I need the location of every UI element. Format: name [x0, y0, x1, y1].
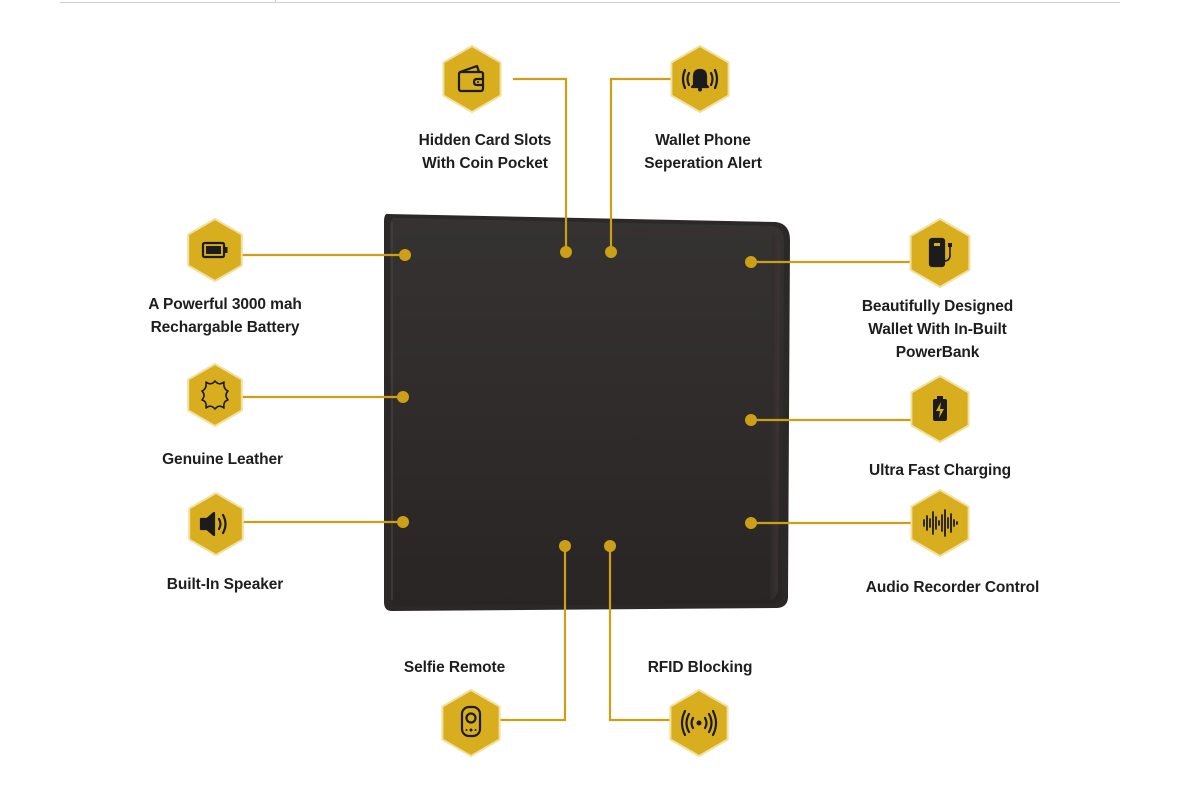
speaker-icon [199, 511, 227, 537]
wallet-stitching [401, 225, 777, 591]
wallet-flap-edge [770, 234, 780, 600]
wallet-image [384, 213, 790, 611]
sound-wave-icon [923, 509, 958, 537]
label-audio-recorder: Audio Recorder Control [865, 579, 1040, 596]
wallet-body [390, 218, 784, 606]
connector-lines [236, 77, 914, 722]
connector-hidden-slots [513, 77, 568, 252]
label-selfie-remote: Selfie Remote [403, 659, 506, 676]
connector-alert [609, 77, 672, 252]
dot-leather [397, 391, 409, 403]
badge-audio [910, 489, 970, 557]
top-border-divider [275, 0, 276, 3]
dot-audio [745, 517, 757, 529]
badge-hidden-slots [442, 45, 502, 113]
powerbank-icon [928, 237, 952, 268]
battery-icon [201, 241, 228, 259]
badge-leather [187, 363, 243, 427]
dot-battery [399, 249, 411, 261]
label-alert: Wallet Phone Seperation Alert [644, 132, 762, 172]
badge-speaker [188, 492, 244, 556]
label-speaker: Built-In Speaker [166, 576, 284, 593]
label-hidden-slots: Hidden Card Slots With Coin Pocket [418, 132, 552, 172]
top-border [60, 0, 1120, 3]
anchor-dots [397, 246, 757, 552]
label-battery: A Powerful 3000 mah Rechargable Battery [148, 296, 302, 336]
label-fast-charging: Ultra Fast Charging [869, 462, 1011, 479]
label-rfid: RFID Blocking [647, 659, 753, 676]
leather-hide-icon [201, 380, 229, 410]
dot-fast-charging [745, 414, 757, 426]
dot-hidden-slots [560, 246, 572, 258]
dot-rfid [604, 540, 616, 552]
dot-selfie [559, 540, 571, 552]
dot-powerbank [745, 256, 757, 268]
rfid-signal-icon [680, 709, 718, 737]
label-leather: Genuine Leather [162, 451, 283, 468]
bell-alert-icon [681, 68, 719, 92]
charging-battery-icon [933, 396, 947, 421]
connector-rfid [608, 546, 676, 722]
remote-control-icon [460, 705, 482, 738]
dot-speaker [397, 516, 409, 528]
dot-alert [605, 246, 617, 258]
connector-selfie [492, 546, 567, 722]
wallet-icon [457, 64, 485, 93]
label-powerbank: Beautifully Designed Wallet With In-Buil… [861, 298, 1014, 361]
